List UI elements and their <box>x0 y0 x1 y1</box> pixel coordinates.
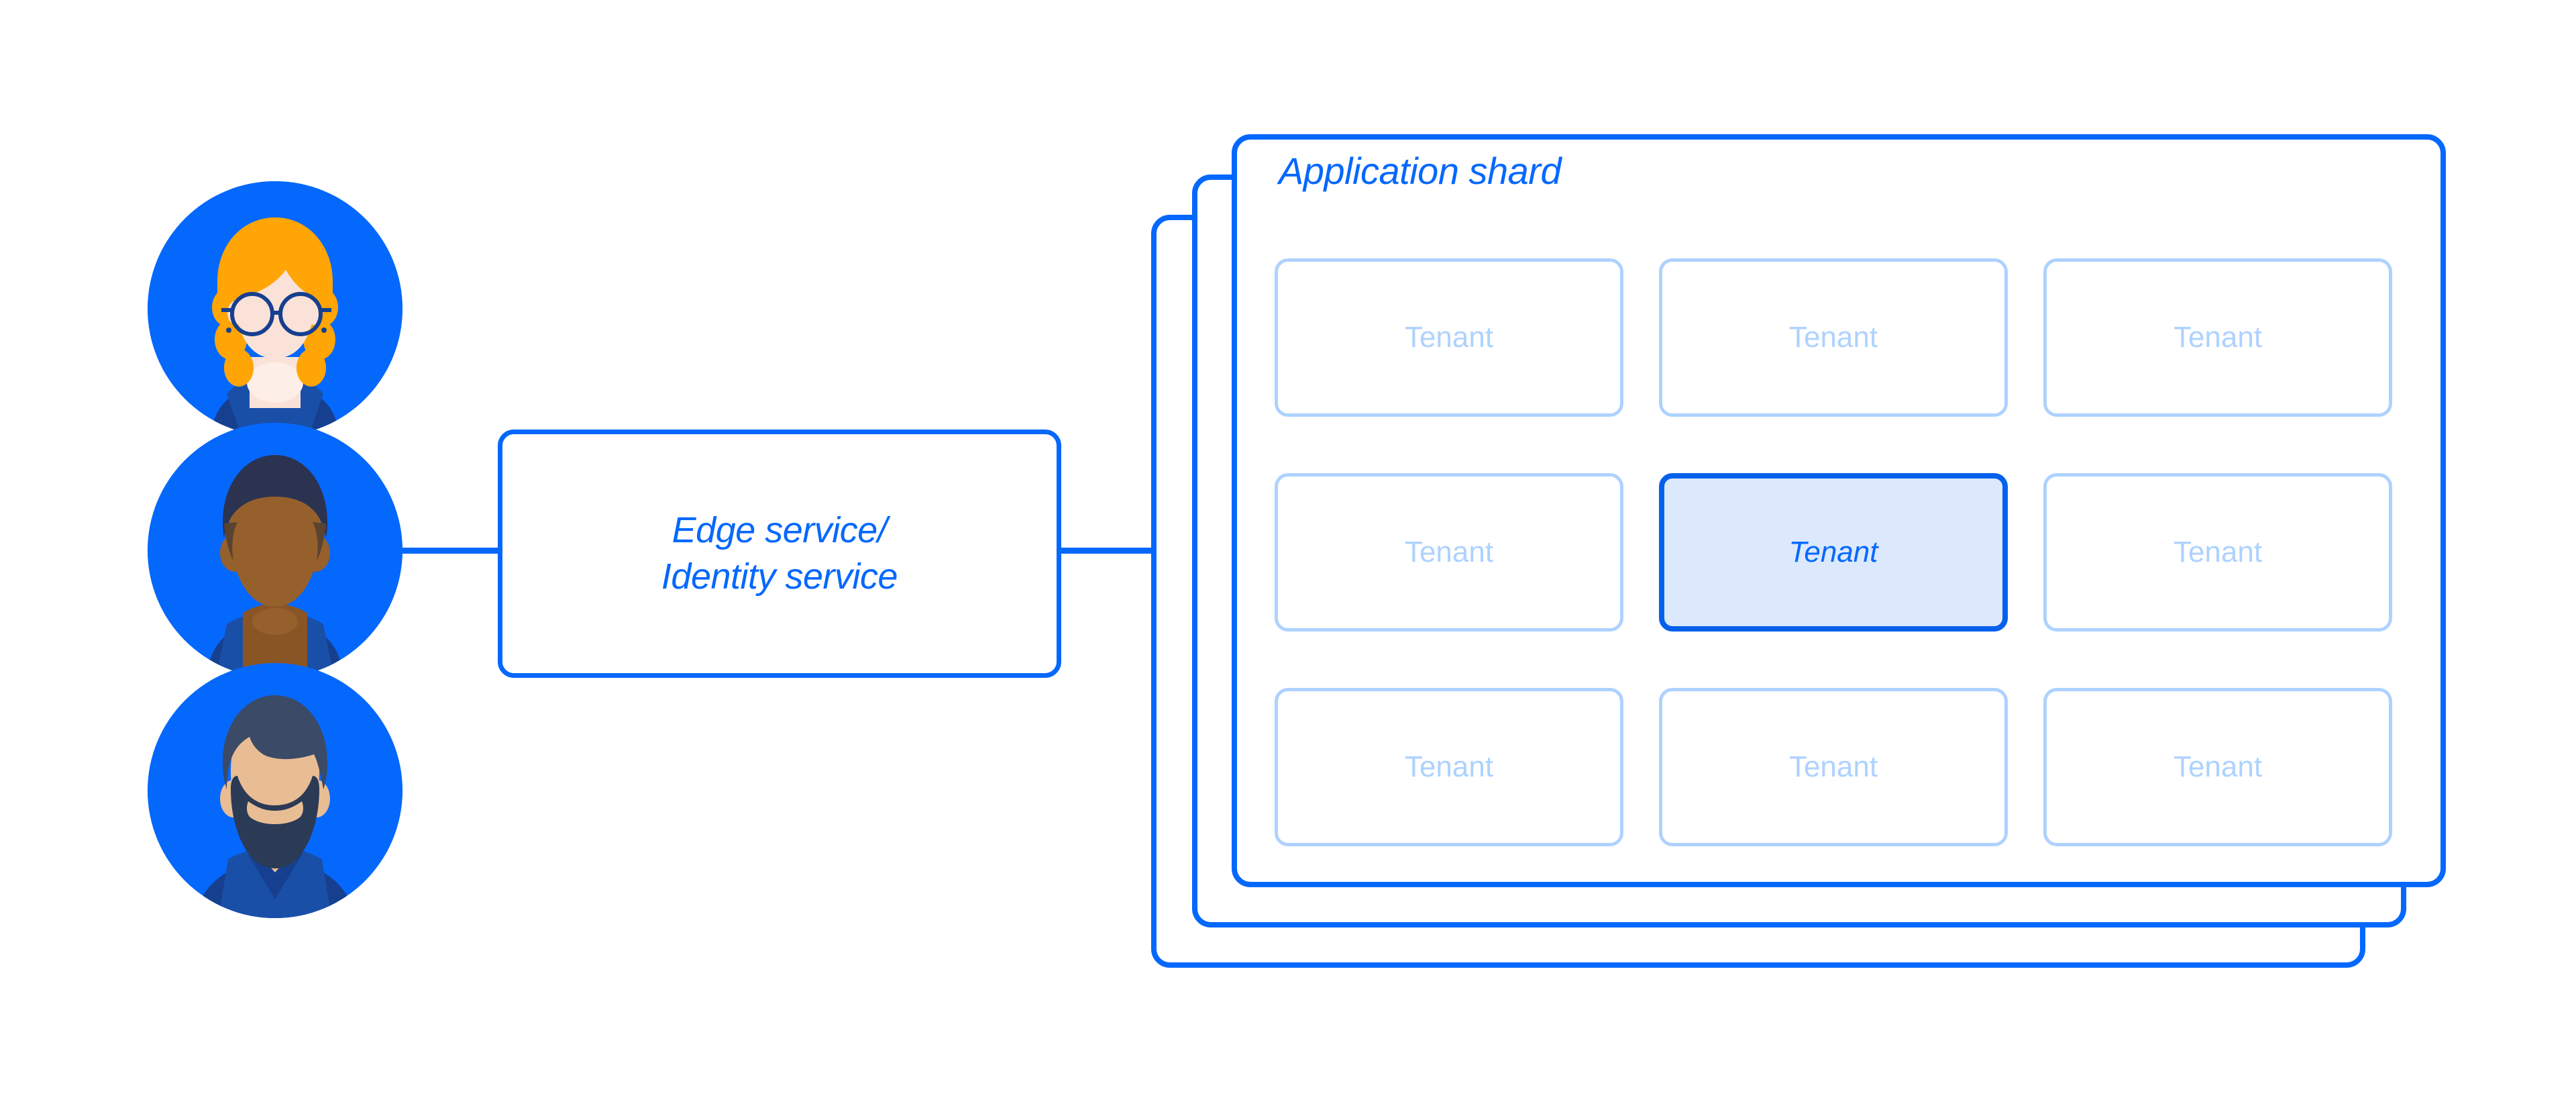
avatar-man-short-hair <box>148 423 402 678</box>
connector-edge-to-shard <box>1059 548 1157 554</box>
edge-identity-service-box[interactable]: Edge service/ Identity service <box>498 430 1061 678</box>
tenant-card[interactable]: Tenant <box>1275 258 1623 417</box>
application-shard-title: Application shard <box>1279 150 1562 192</box>
tenant-card[interactable]: Tenant <box>1659 688 2008 846</box>
connector-users-to-edge <box>402 548 500 554</box>
tenant-card[interactable]: Tenant <box>2043 473 2392 632</box>
tenant-card[interactable]: Tenant <box>1275 688 1623 846</box>
edge-service-label: Edge service/ Identity service <box>661 509 898 597</box>
tenant-card[interactable]: Tenant <box>2043 688 2392 846</box>
tenant-card[interactable]: Tenant <box>2043 258 2392 417</box>
tenant-card[interactable]: Tenant <box>1659 258 2008 417</box>
tenant-card[interactable]: Tenant <box>1275 473 1623 632</box>
avatar-woman-glasses <box>148 181 402 436</box>
tenant-card-active[interactable]: Tenant <box>1659 473 2008 632</box>
avatar-man-beard <box>148 663 402 918</box>
tenant-grid: Tenant Tenant Tenant Tenant Tenant Tenan… <box>1275 258 2406 846</box>
